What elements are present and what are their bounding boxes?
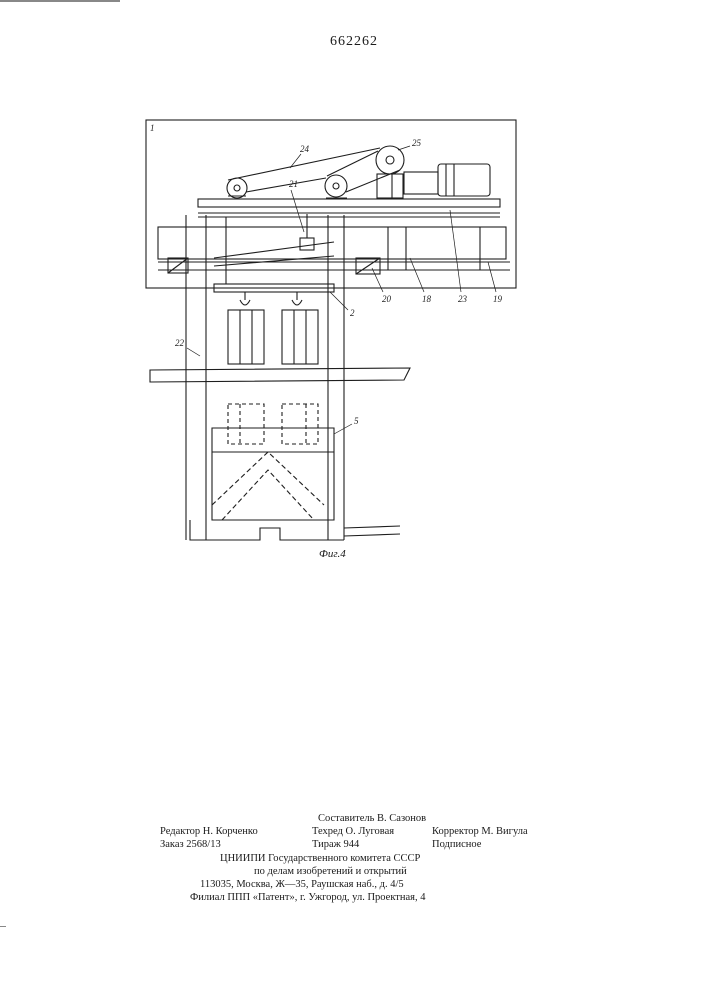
top-beam [198, 199, 500, 207]
circulation: Тираж 944 [312, 838, 359, 851]
pulley-left [227, 178, 247, 198]
org-line-2: по делам изобретений и открытий [254, 865, 407, 878]
drive-belt [228, 148, 400, 192]
furnace-body [212, 428, 334, 520]
pulley-middle [325, 175, 347, 197]
org-line-1: ЦНИИПИ Государственного комитета СССР [220, 852, 420, 865]
upper-rail [158, 227, 506, 259]
techred: Техред О. Луговая [312, 825, 394, 838]
imprint-block: Составитель В. Сазонов Редактор Н. Корче… [160, 812, 560, 904]
callout-24: 24 [300, 144, 310, 154]
callout-19: 19 [493, 294, 503, 304]
compiler: Составитель В. Сазонов [318, 812, 426, 825]
machine-frame [146, 120, 516, 288]
callout-21: 21 [289, 179, 298, 189]
callout-2: 2 [350, 308, 355, 318]
corrector: Корректор М. Вигула [432, 825, 528, 838]
editor: Редактор Н. Корченко [160, 825, 258, 838]
platform [150, 368, 410, 382]
figure-caption: Фиг.4 [319, 548, 346, 560]
coil-left [228, 310, 264, 364]
hook-right [292, 292, 302, 305]
callout-20: 20 [382, 294, 392, 304]
hook-left [240, 292, 250, 305]
scan-edge-mark [0, 926, 6, 927]
callout-5: 5 [354, 416, 359, 426]
address: 113035, Москва, Ж—35, Раушская наб., д. … [200, 878, 404, 891]
callout-25: 25 [412, 138, 422, 148]
callout-23: 23 [458, 294, 468, 304]
callout-1: 1 [150, 123, 155, 133]
subscription: Подписное [432, 838, 481, 851]
scan-edge-mark [0, 0, 120, 2]
coil-right [282, 310, 318, 364]
order: Заказ 2568/13 [160, 838, 221, 851]
callout-18: 18 [422, 294, 432, 304]
callout-22: 22 [175, 338, 185, 348]
branch: Филиал ППП «Патент», г. Ужгород, ул. Про… [190, 891, 425, 904]
